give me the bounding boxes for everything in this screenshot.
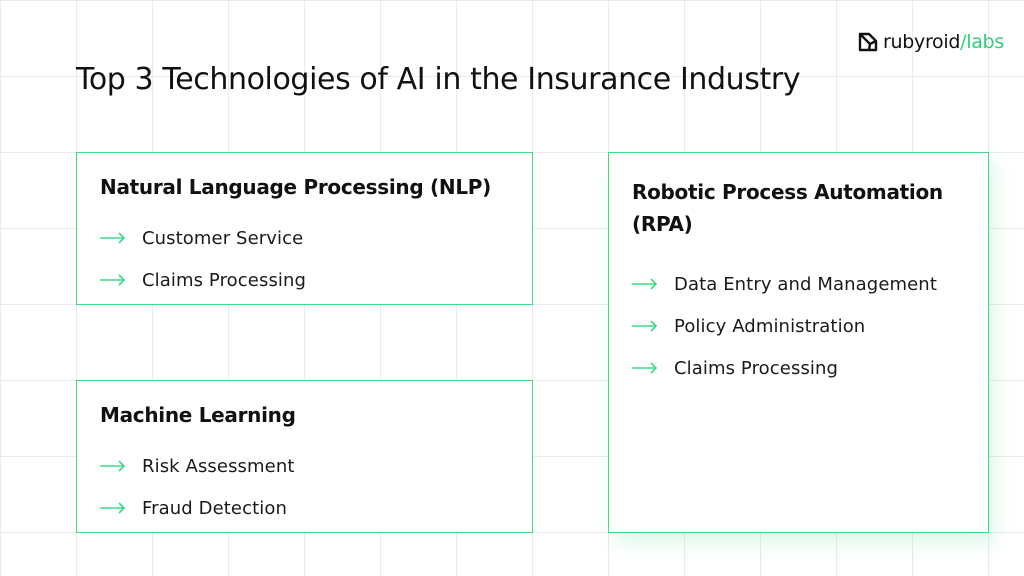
arrow-right-icon — [100, 232, 126, 244]
brand-name: rubyroid — [883, 31, 961, 53]
card-title: Machine Learning — [100, 403, 296, 427]
item-list: Data Entry and Management Policy Adminis… — [632, 263, 937, 389]
arrow-right-icon — [632, 278, 658, 290]
card-title: Robotic Process Automation (RPA) — [632, 180, 943, 236]
item-label: Data Entry and Management — [674, 273, 937, 295]
card-rpa: Robotic Process Automation (RPA) Data En… — [608, 152, 989, 533]
list-item: Policy Administration — [632, 305, 937, 347]
item-list: Risk Assessment Fraud Detection — [100, 445, 295, 529]
item-label: Risk Assessment — [142, 455, 295, 477]
item-label: Customer Service — [142, 227, 304, 249]
item-list: Customer Service Claims Processing — [100, 217, 306, 301]
list-item: Customer Service — [100, 217, 306, 259]
arrow-right-icon — [100, 460, 126, 472]
list-item: Fraud Detection — [100, 487, 295, 529]
list-item: Risk Assessment — [100, 445, 295, 487]
arrow-right-icon — [632, 320, 658, 332]
card-machine-learning: Machine Learning Risk Assessment Fraud D… — [76, 380, 533, 533]
arrow-right-icon — [100, 274, 126, 286]
item-label: Claims Processing — [142, 269, 307, 291]
arrow-right-icon — [100, 502, 126, 514]
arrow-right-icon — [632, 362, 658, 374]
list-item: Claims Processing — [100, 259, 306, 301]
brand-wordmark: rubyroid/labs — [883, 31, 1004, 53]
item-label: Claims Processing — [674, 357, 839, 379]
card-title: Natural Language Processing (NLP) — [100, 175, 491, 199]
brand-logo: rubyroid/labs — [857, 29, 1004, 55]
item-label: Fraud Detection — [142, 497, 287, 519]
brand-slash: / — [960, 31, 967, 53]
item-label: Policy Administration — [674, 315, 866, 337]
list-item: Claims Processing — [632, 347, 937, 389]
cube-outline-icon — [858, 32, 878, 52]
card-nlp: Natural Language Processing (NLP) Custom… — [76, 152, 533, 305]
list-item: Data Entry and Management — [632, 263, 937, 305]
brand-accent: labs — [966, 31, 1004, 53]
page-title: Top 3 Technologies of AI in the Insuranc… — [76, 62, 801, 97]
